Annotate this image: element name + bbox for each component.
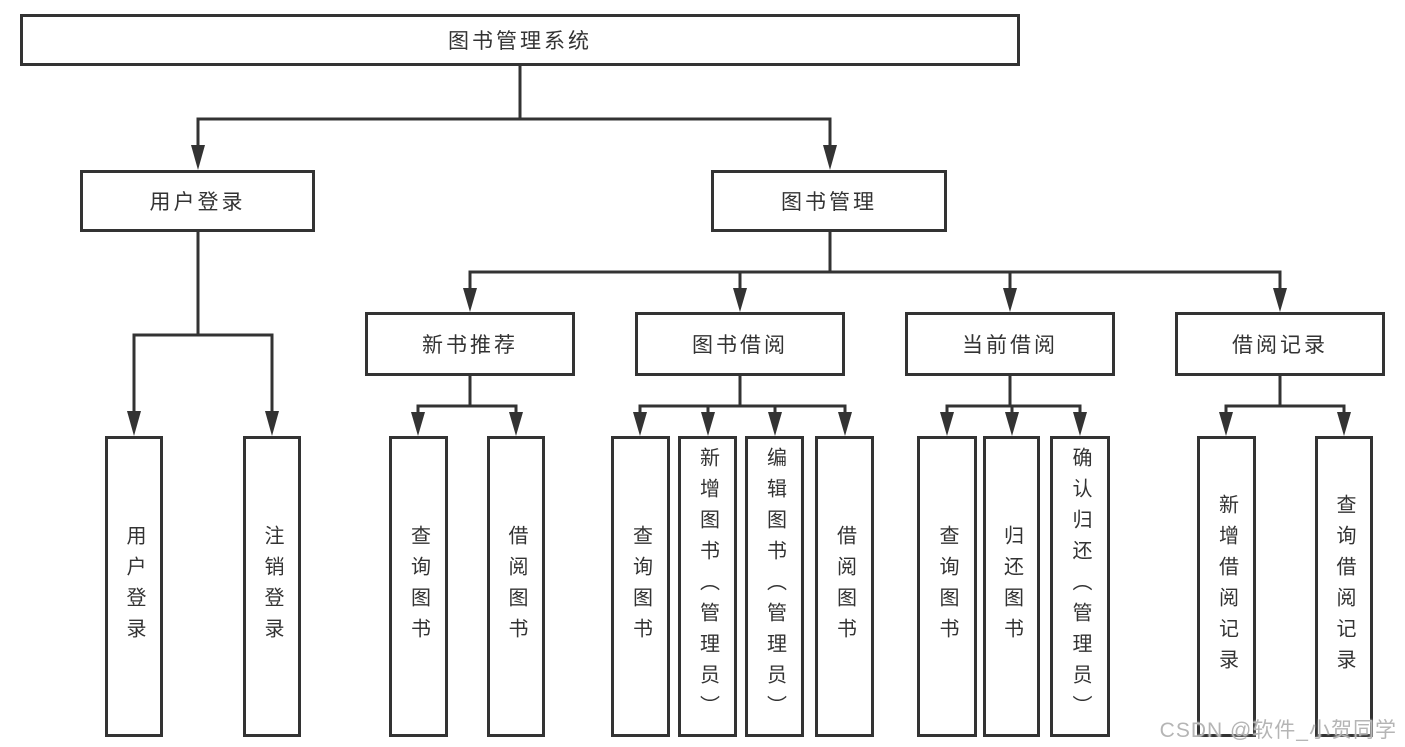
arrowhead-icon xyxy=(127,411,141,436)
leaf-query-books-current: 查询图书 xyxy=(917,436,977,737)
arrowhead-icon xyxy=(838,412,852,436)
leaf-add-borrow-record: 新增借阅记录 xyxy=(1197,436,1256,737)
leaf-query-books-recommend-label: 查询图书 xyxy=(407,524,430,649)
leaf-user-login-label: 用户登录 xyxy=(123,524,145,649)
leaf-user-login: 用户登录 xyxy=(105,436,163,737)
node-root-label: 图书管理系统 xyxy=(448,30,592,53)
leaf-logout: 注销登录 xyxy=(243,436,301,737)
arrowhead-icon xyxy=(411,412,425,436)
node-user-login-label: 用户登录 xyxy=(149,191,246,214)
leaf-confirm-return-admin-label: 确认归还（管理员） xyxy=(1069,447,1091,726)
leaf-confirm-return-admin: 确认归还（管理员） xyxy=(1050,436,1110,737)
leaf-query-borrow-record: 查询借阅记录 xyxy=(1315,436,1373,737)
leaf-edit-books-admin-label: 编辑图书（管理员） xyxy=(763,447,786,726)
arrowhead-icon xyxy=(265,411,279,436)
node-user-login: 用户登录 xyxy=(80,170,315,232)
connector-current-borrow-to-leaves xyxy=(940,376,1087,436)
leaf-query-books-current-label: 查询图书 xyxy=(936,524,958,649)
leaf-logout-label: 注销登录 xyxy=(261,524,283,649)
leaf-add-books-admin: 新增图书（管理员） xyxy=(678,436,737,737)
node-book-borrow: 图书借阅 xyxy=(635,312,845,376)
node-borrow-records-label: 借阅记录 xyxy=(1232,334,1328,357)
leaf-borrow-books-recommend: 借阅图书 xyxy=(487,436,545,737)
arrowhead-icon xyxy=(940,412,954,436)
leaf-query-books-borrow: 查询图书 xyxy=(611,436,670,737)
node-book-management-label: 图书管理 xyxy=(781,191,877,214)
arrowhead-icon xyxy=(1073,412,1087,436)
arrowhead-icon xyxy=(1273,288,1287,312)
connector-new-book-to-leaves xyxy=(411,376,523,436)
connector-user-login-to-leaves xyxy=(127,232,279,436)
node-root: 图书管理系统 xyxy=(20,14,1020,66)
leaf-query-books-recommend: 查询图书 xyxy=(389,436,448,737)
csdn-watermark: CSDN @软件_小贺同学 xyxy=(1159,719,1397,742)
arrowhead-icon xyxy=(633,412,647,436)
leaf-add-borrow-record-label: 新增借阅记录 xyxy=(1215,493,1238,680)
connector-root-to-level2 xyxy=(191,66,837,170)
node-current-borrow-label: 当前借阅 xyxy=(962,334,1058,357)
node-current-borrow: 当前借阅 xyxy=(905,312,1115,376)
connector-borrow-records-to-leaves xyxy=(1219,376,1351,436)
arrowhead-icon xyxy=(463,288,477,312)
leaf-return-books-label: 归还图书 xyxy=(1000,524,1023,649)
leaf-add-books-admin-label: 新增图书（管理员） xyxy=(696,447,719,726)
node-new-book-recommend-label: 新书推荐 xyxy=(422,334,518,357)
arrowhead-icon xyxy=(1219,412,1233,436)
node-book-borrow-label: 图书借阅 xyxy=(692,334,788,357)
node-new-book-recommend: 新书推荐 xyxy=(365,312,575,376)
arrowhead-icon xyxy=(701,412,715,436)
arrowhead-icon xyxy=(768,412,782,436)
leaf-borrow-books-recommend-label: 借阅图书 xyxy=(505,524,527,649)
arrowhead-icon xyxy=(509,412,523,436)
leaf-return-books: 归还图书 xyxy=(983,436,1040,737)
leaf-borrow-books: 借阅图书 xyxy=(815,436,874,737)
arrowhead-icon xyxy=(1003,288,1017,312)
leaf-edit-books-admin: 编辑图书（管理员） xyxy=(745,436,804,737)
arrowhead-icon xyxy=(191,145,205,170)
leaf-query-borrow-record-label: 查询借阅记录 xyxy=(1333,493,1355,680)
arrowhead-icon xyxy=(823,145,837,170)
leaf-query-books-borrow-label: 查询图书 xyxy=(629,524,652,649)
arrowhead-icon xyxy=(1337,412,1351,436)
arrowhead-icon xyxy=(733,288,747,312)
node-borrow-records: 借阅记录 xyxy=(1175,312,1385,376)
node-book-management: 图书管理 xyxy=(711,170,947,232)
arrowhead-icon xyxy=(1005,412,1019,436)
connector-book-mgmt-to-level3 xyxy=(463,232,1287,312)
leaf-borrow-books-label: 借阅图书 xyxy=(833,524,856,649)
connector-book-borrow-to-leaves xyxy=(633,376,852,436)
